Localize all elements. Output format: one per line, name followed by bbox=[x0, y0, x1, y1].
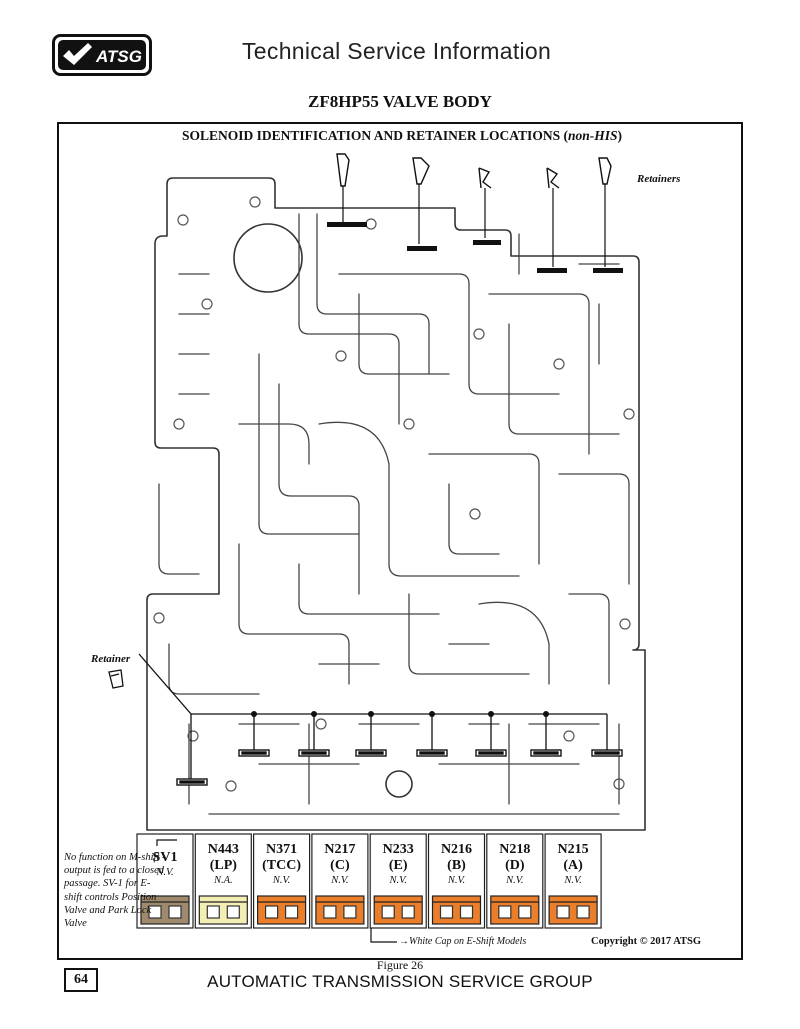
solenoid-name: SV1 bbox=[152, 850, 178, 865]
connector-pin bbox=[226, 905, 240, 919]
connector-pin bbox=[168, 905, 182, 919]
solenoid-note: N.V. bbox=[506, 875, 524, 886]
solenoid-code: (B) bbox=[447, 858, 466, 873]
solenoid-code: (D) bbox=[505, 858, 525, 873]
connector-pin bbox=[556, 905, 570, 919]
atsg-logo: ATSG bbox=[52, 34, 152, 76]
retainer-clip-icon bbox=[412, 157, 430, 185]
valve-body-diagram bbox=[108, 153, 646, 943]
solenoid-name: N233 bbox=[382, 842, 414, 857]
solenoid-note: N.V. bbox=[389, 875, 407, 886]
connector-pin bbox=[323, 905, 337, 919]
figure-box: SOLENOID IDENTIFICATION AND RETAINER LOC… bbox=[57, 122, 743, 960]
retainers-label: Retainers bbox=[637, 173, 681, 185]
solenoid-label-1: N443(LP) N.A. bbox=[195, 842, 251, 887]
sv1-output-line bbox=[156, 839, 397, 943]
connector-pin bbox=[401, 905, 415, 919]
svg-text:ATSG: ATSG bbox=[95, 47, 142, 66]
connector-pin bbox=[459, 905, 474, 919]
retainer-clip-icon bbox=[336, 153, 350, 187]
solenoid-connector-1 bbox=[198, 895, 248, 925]
top-retainer-slots bbox=[327, 222, 623, 273]
lower-leader-dots bbox=[251, 711, 549, 717]
solenoid-name: N217 bbox=[324, 842, 356, 857]
top-leader-lines bbox=[342, 184, 606, 267]
lower-retainer-slots bbox=[176, 749, 623, 786]
solenoid-label-3: N217(C) N.V. bbox=[312, 842, 368, 887]
passage-holes bbox=[153, 196, 635, 792]
solenoid-code: (E) bbox=[388, 858, 408, 873]
loose-retainer-icon bbox=[108, 669, 124, 689]
solenoid-note: N.V. bbox=[156, 867, 174, 878]
solenoid-connector-3 bbox=[315, 895, 365, 925]
white-cap-note: →White Cap on E-Shift Models bbox=[399, 936, 527, 947]
connector-pin bbox=[518, 905, 532, 919]
checkmark-icon bbox=[63, 43, 92, 65]
connector-pin bbox=[439, 905, 454, 919]
solenoid-connector-2 bbox=[257, 895, 307, 925]
connector-pin bbox=[381, 905, 395, 919]
solenoid-connector-6 bbox=[490, 895, 540, 925]
solenoid-name: N216 bbox=[440, 842, 473, 857]
solenoid-code: (C) bbox=[330, 858, 350, 873]
solenoid-code: (LP) bbox=[209, 858, 237, 873]
solenoid-connector-7 bbox=[548, 895, 598, 925]
no-function-note: No function on M-shift - output is fed t… bbox=[64, 852, 166, 930]
lower-leader-lines bbox=[138, 653, 608, 779]
retainer-clip-icon bbox=[598, 157, 612, 185]
connector-pin bbox=[265, 905, 279, 919]
top-retainers bbox=[336, 153, 612, 189]
solenoid-note: N.A. bbox=[213, 875, 233, 886]
solenoid-connector-4 bbox=[373, 895, 423, 925]
connector-pin bbox=[498, 905, 512, 919]
connector-pin bbox=[148, 905, 162, 919]
retainer-clip-icon bbox=[478, 167, 492, 189]
figure-caption: SOLENOID IDENTIFICATION AND RETAINER LOC… bbox=[182, 128, 622, 143]
solenoid-connectors bbox=[136, 833, 602, 929]
connector-pin bbox=[206, 905, 220, 919]
solenoid-label-6: N218(D) N.V. bbox=[487, 842, 543, 887]
passage-lines bbox=[158, 213, 630, 815]
retainer-clip-icon bbox=[546, 167, 560, 189]
solenoid-label-7: N215(A) N.V. bbox=[545, 842, 601, 887]
copyright: Copyright © 2017 ATSG bbox=[591, 936, 702, 947]
solenoid-connector-5 bbox=[431, 895, 482, 925]
small-bore-circle bbox=[385, 770, 413, 798]
connector-pin bbox=[576, 905, 590, 919]
page-number: 64 bbox=[64, 968, 98, 992]
header-title: Technical Service Information bbox=[242, 38, 552, 64]
solenoid-note: N.V. bbox=[272, 875, 291, 886]
figure-label: Figure 26 bbox=[376, 958, 424, 972]
solenoid-name: N371 bbox=[266, 842, 298, 857]
valve-body-outline bbox=[146, 177, 646, 831]
solenoid-label-2: N371(TCC) N.V. bbox=[254, 842, 310, 887]
solenoid-name: N218 bbox=[499, 842, 531, 857]
solenoid-note: N.V. bbox=[331, 875, 349, 886]
connector-pin bbox=[285, 905, 299, 919]
solenoid-name: N215 bbox=[557, 842, 589, 857]
solenoid-note: N.V. bbox=[447, 875, 466, 886]
solenoid-code: (TCC) bbox=[262, 858, 302, 873]
solenoid-code: (A) bbox=[563, 858, 583, 873]
retainer-label: Retainer bbox=[91, 653, 131, 665]
solenoid-note: N.V. bbox=[564, 875, 582, 886]
solenoid-name: N443 bbox=[207, 842, 239, 857]
solenoid-label-4: N233(E) N.V. bbox=[370, 842, 426, 887]
solenoid-label-5: N216(B) N.V. bbox=[429, 842, 485, 887]
bore-circle bbox=[233, 223, 303, 293]
footer-text: AUTOMATIC TRANSMISSION SERVICE GROUP bbox=[207, 972, 593, 991]
connector-pin bbox=[343, 905, 357, 919]
page-heading: ZF8HP55 VALVE BODY bbox=[308, 92, 492, 111]
